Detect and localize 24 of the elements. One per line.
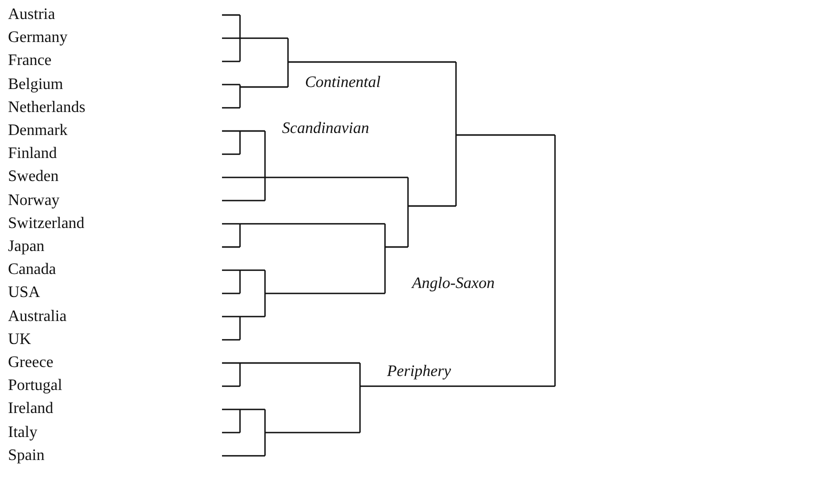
country-label: Netherlands [8, 98, 86, 117]
country-label: Ireland [8, 400, 54, 418]
cluster-label: Continental [305, 74, 381, 92]
country-label: Denmark [8, 122, 68, 140]
cluster-label: Periphery [387, 363, 451, 381]
country-label: Japan [8, 238, 44, 256]
country-label: Spain [8, 446, 44, 465]
country-label: Finland [8, 145, 57, 164]
country-label: Australia [8, 308, 67, 326]
country-label: Greece [8, 354, 54, 372]
country-label: Portugal [8, 377, 62, 396]
country-label: Germany [8, 29, 68, 48]
country-label: USA [8, 284, 40, 302]
country-label: Austria [8, 6, 56, 24]
country-label: France [8, 52, 52, 70]
cluster-label: Scandinavian [282, 120, 370, 138]
cluster-label: Anglo-Saxon [412, 275, 495, 293]
country-label: Italy [8, 424, 38, 442]
country-label: UK [8, 330, 32, 349]
country-label: Norway [8, 192, 60, 210]
country-label: Belgium [8, 76, 64, 94]
country-label: Switzerland [8, 214, 84, 233]
country-label: Sweden [8, 168, 59, 186]
country-label: Canada [8, 261, 56, 280]
